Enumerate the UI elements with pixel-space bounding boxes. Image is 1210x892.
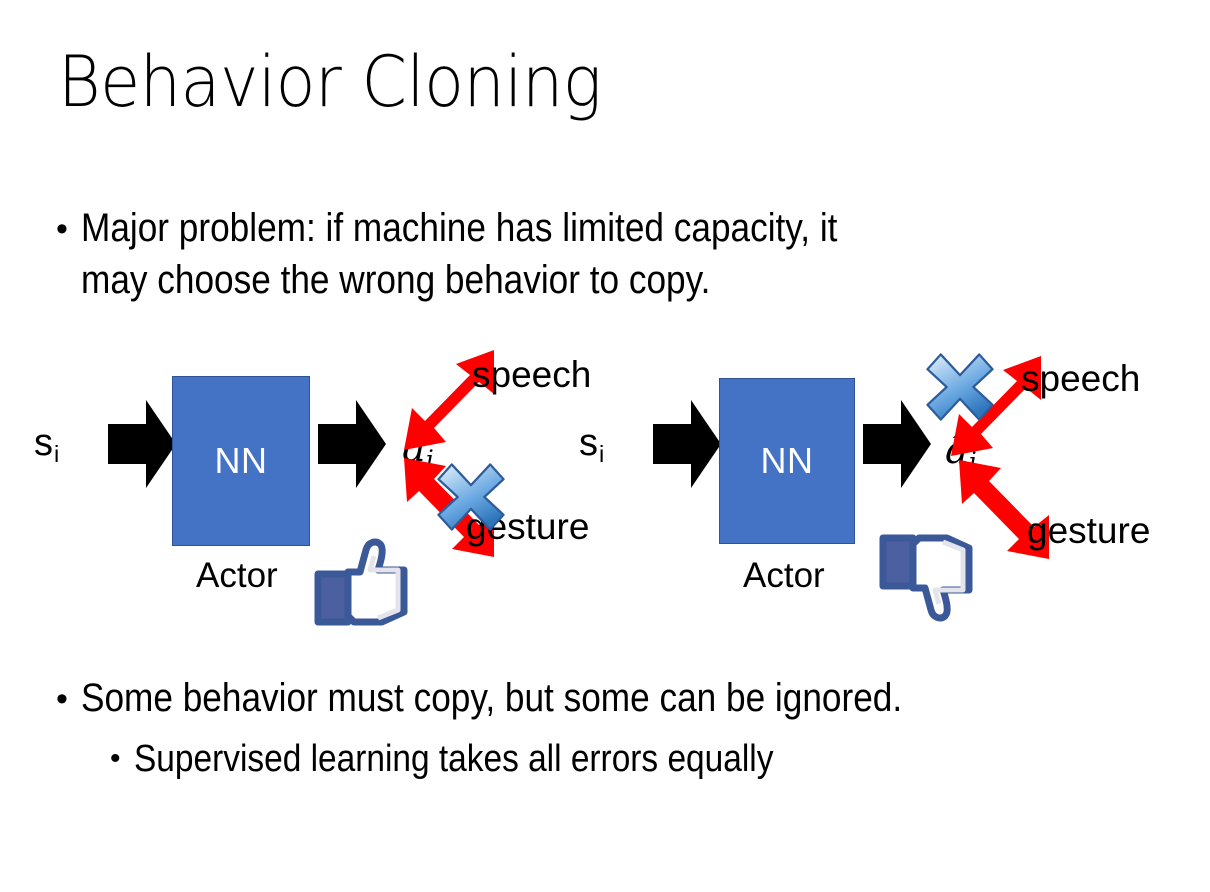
actor-caption-left: Actor xyxy=(196,556,278,595)
state-label-left: si xyxy=(34,422,60,467)
state-label-right: si xyxy=(579,422,605,467)
bullet-marker: • xyxy=(56,680,68,718)
outcome-label-speech-right: speech xyxy=(1021,358,1141,399)
nn-box-label: NN xyxy=(760,440,814,481)
outcome-arrow-gesture-right xyxy=(953,450,1071,568)
diagram-behavior-cloning-wrong: si NN Actor âi speech xyxy=(565,340,1150,630)
nn-box-right: NN xyxy=(719,378,855,544)
thumbs-up-icon xyxy=(308,536,414,632)
cross-out-icon-gesture-left xyxy=(434,460,508,534)
outcome-arrow-speech-right xyxy=(945,348,1063,466)
bullet-text: Supervised learning takes all errors equ… xyxy=(133,738,773,780)
input-arrow-left xyxy=(108,396,176,492)
page-title: Behavior Cloning xyxy=(58,41,602,123)
cross-out-icon-speech-right xyxy=(923,350,997,424)
outcome-label-speech-left: speech xyxy=(472,354,592,395)
bullet-some-behavior: • Some behavior must copy, but some can … xyxy=(56,672,1176,724)
bullet-text: Major problem: if machine has limited ca… xyxy=(80,206,838,302)
output-arrow-left xyxy=(318,396,386,492)
output-arrow-right xyxy=(863,396,931,492)
bullet-marker: • xyxy=(110,742,121,775)
outcome-arrow-speech-left xyxy=(398,342,516,460)
thumbs-down-icon xyxy=(873,528,979,624)
outcome-label-gesture-right: gesture xyxy=(1027,510,1151,551)
nn-box-label: NN xyxy=(214,440,268,481)
bullet-text: Some behavior must copy, but some can be… xyxy=(80,676,903,720)
diagram-behavior-cloning-correct: si NN Actor âi speech xyxy=(20,340,600,630)
nn-box-left: NN xyxy=(172,376,310,546)
bullet-major-problem: • Major problem: if machine has limited … xyxy=(56,202,1156,306)
input-arrow-right xyxy=(653,396,721,492)
actor-caption-right: Actor xyxy=(743,556,825,595)
bullet-marker: • xyxy=(56,210,68,248)
bullet-supervised-learning: • Supervised learning takes all errors e… xyxy=(110,735,1170,784)
